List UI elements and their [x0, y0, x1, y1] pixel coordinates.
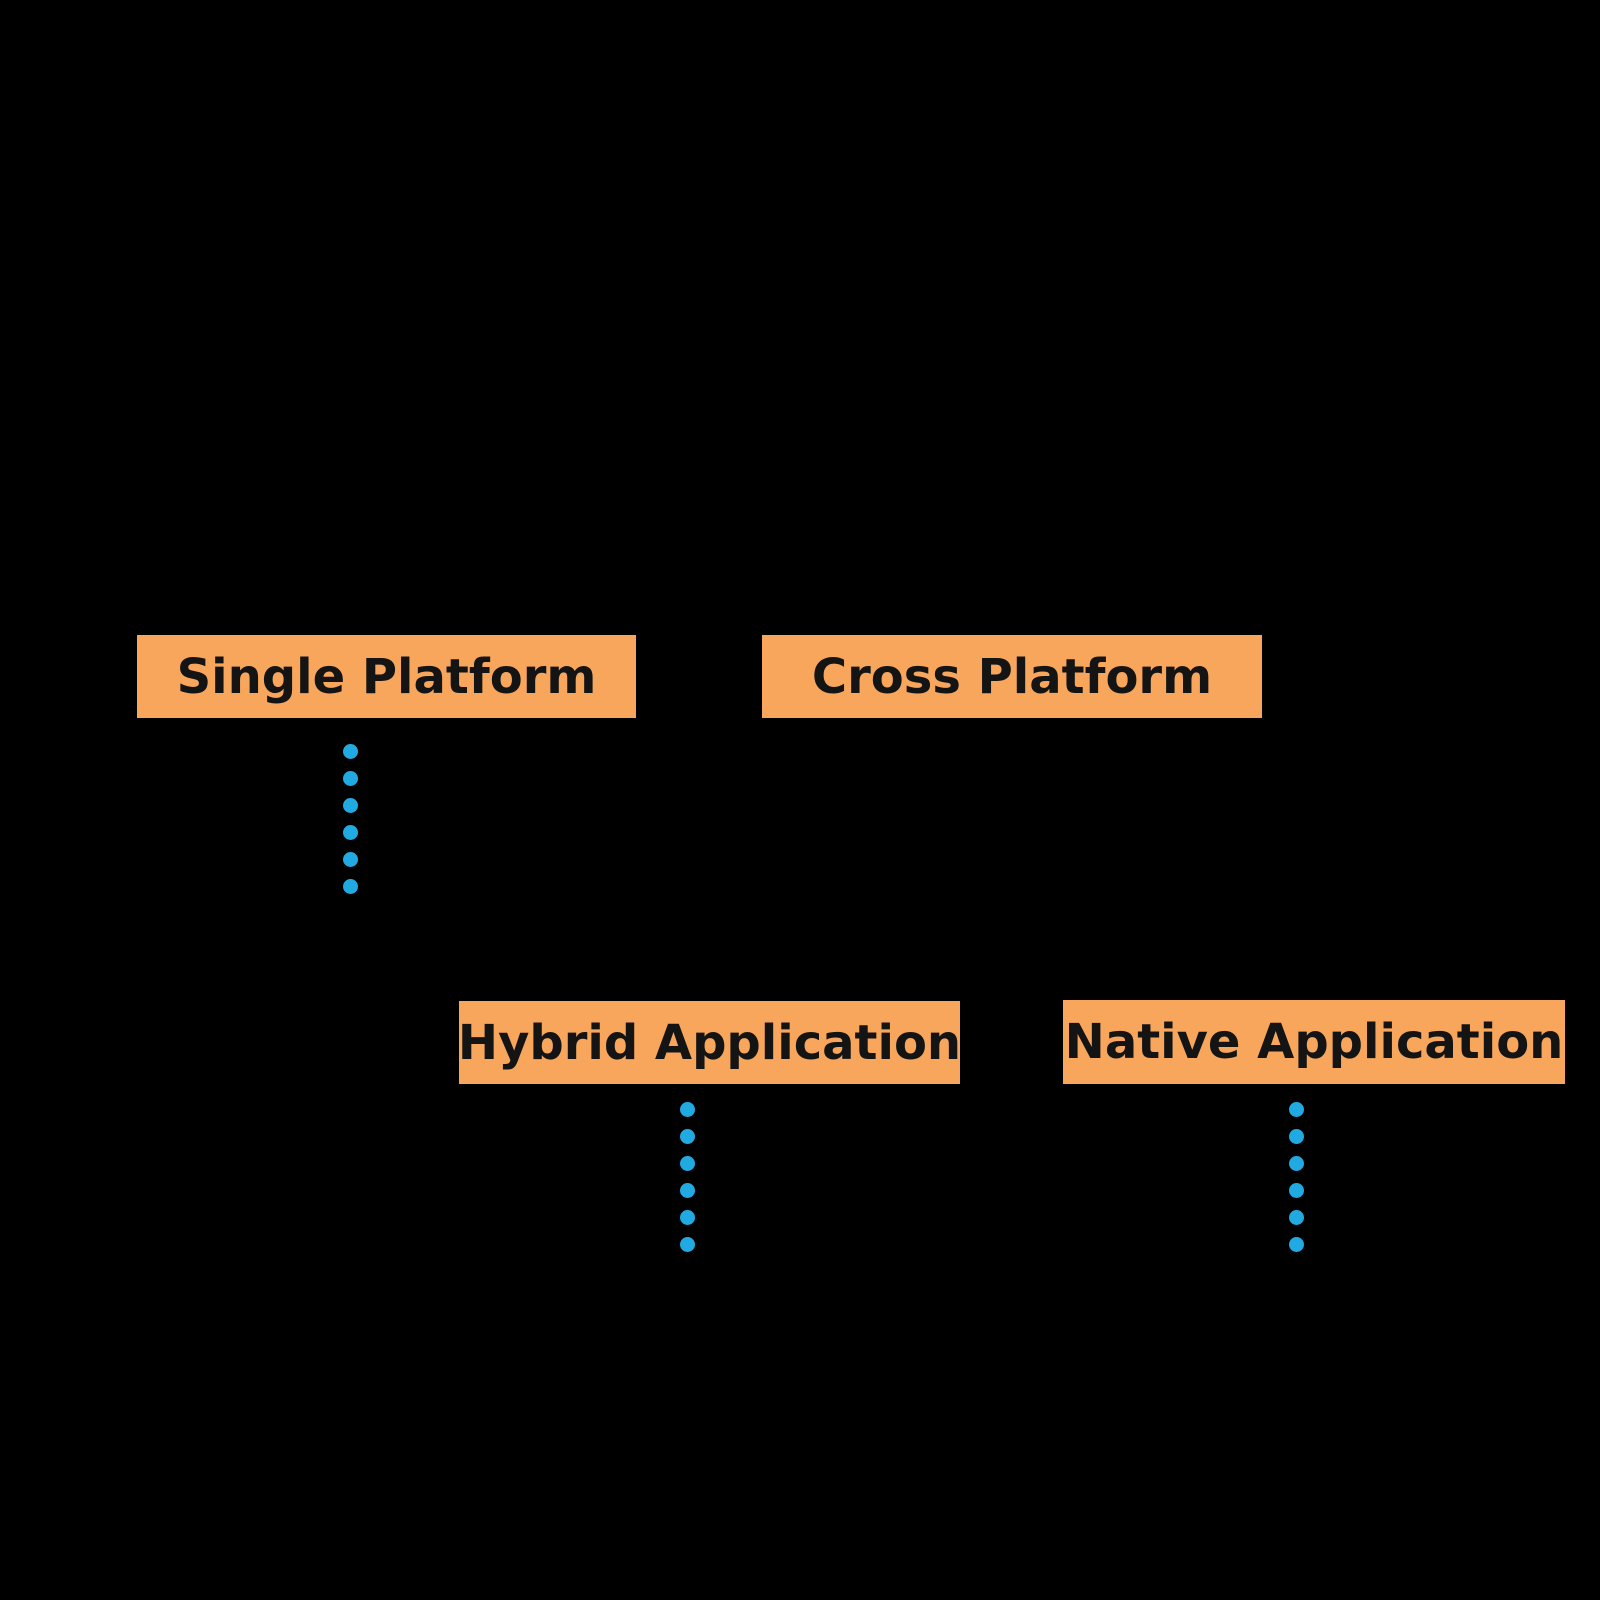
dotted-connector-native-application — [1289, 1102, 1304, 1252]
node-single-platform: Single Platform — [137, 635, 636, 718]
connector-dot — [680, 1210, 695, 1225]
connector-dot — [343, 825, 358, 840]
connector-dot — [680, 1129, 695, 1144]
connector-dot — [1289, 1129, 1304, 1144]
connector-dot — [343, 771, 358, 786]
connector-dot — [1289, 1237, 1304, 1252]
node-hybrid-application: Hybrid Application — [457, 1001, 962, 1084]
node-label: Cross Platform — [811, 648, 1213, 705]
node-label: Single Platform — [176, 648, 597, 705]
connector-dot — [343, 879, 358, 894]
dotted-connector-single-platform — [343, 744, 358, 894]
connector-dot — [343, 852, 358, 867]
connector-dot — [343, 744, 358, 759]
node-native-application: Native Application — [1063, 1000, 1565, 1084]
node-label: Hybrid Application — [457, 1014, 962, 1071]
node-label: Native Application — [1064, 1014, 1564, 1070]
connector-dot — [680, 1102, 695, 1117]
node-cross-platform: Cross Platform — [762, 635, 1262, 718]
connector-dot — [1289, 1183, 1304, 1198]
dotted-connector-hybrid-application — [680, 1102, 695, 1252]
connector-dot — [1289, 1156, 1304, 1171]
connector-dot — [343, 798, 358, 813]
connector-dot — [1289, 1210, 1304, 1225]
connector-dot — [680, 1183, 695, 1198]
connector-dot — [680, 1237, 695, 1252]
connector-dot — [1289, 1102, 1304, 1117]
connector-dot — [680, 1156, 695, 1171]
